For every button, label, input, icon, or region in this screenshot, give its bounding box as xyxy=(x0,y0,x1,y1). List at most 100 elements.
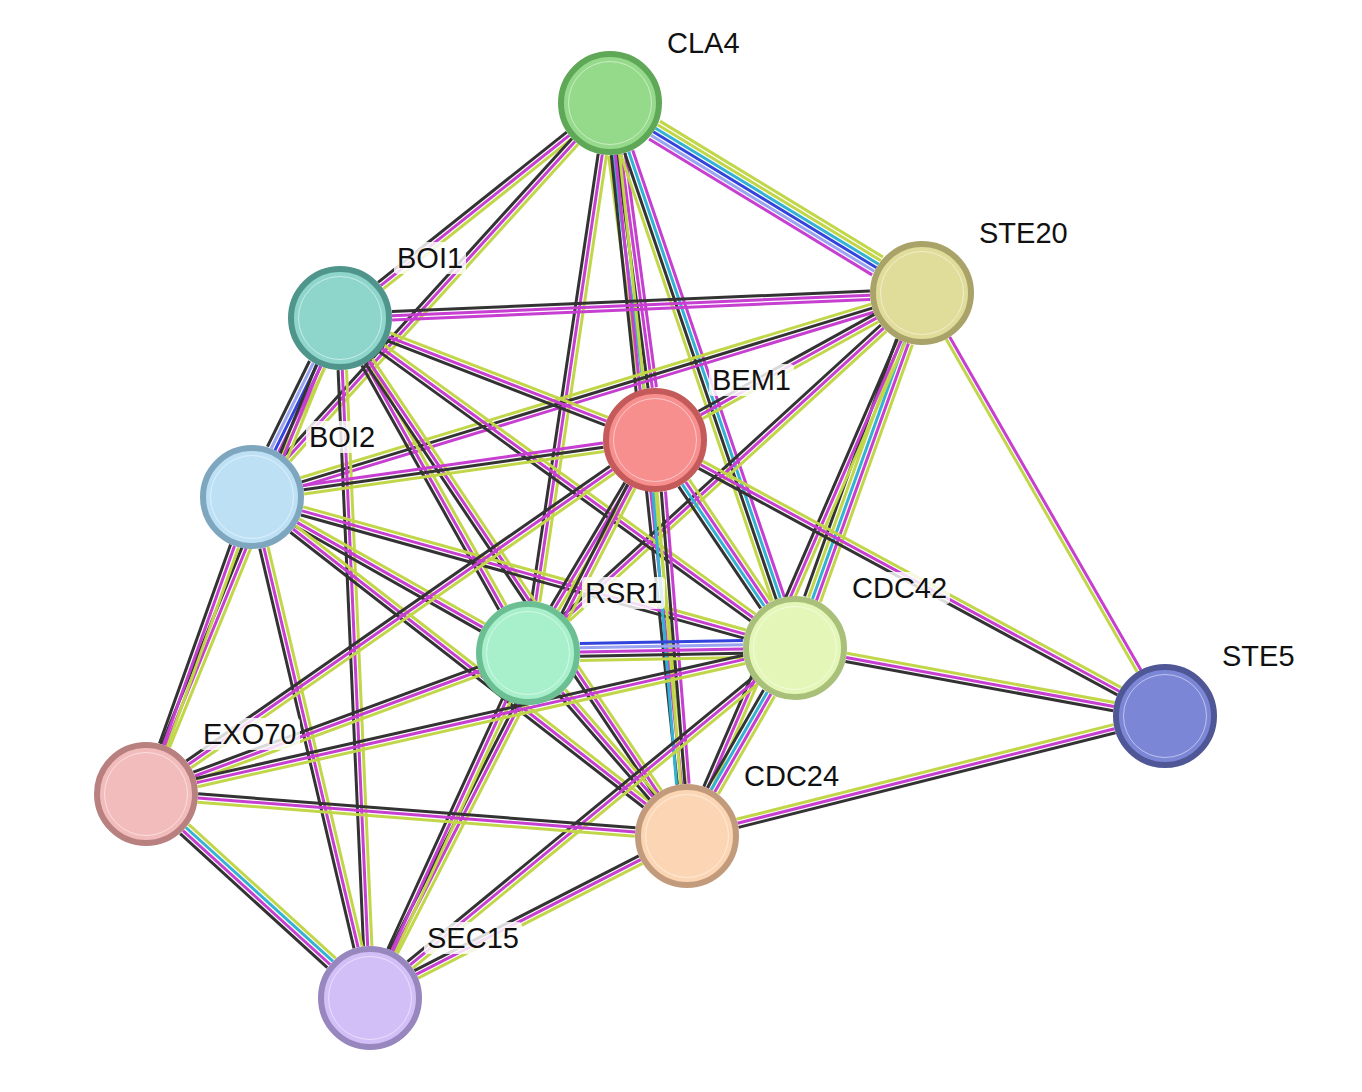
protein-label: RSR1 xyxy=(582,577,665,609)
evidence-line xyxy=(653,492,677,784)
protein-node: STE20 xyxy=(870,241,974,345)
evidence-line xyxy=(540,155,607,602)
protein-label: BEM1 xyxy=(709,364,794,396)
evidence-line xyxy=(198,664,746,787)
evidence-line xyxy=(342,370,367,946)
evidence-line xyxy=(656,128,879,264)
evidence-line xyxy=(362,365,499,609)
evidence-line xyxy=(820,345,912,602)
evidence-line xyxy=(385,345,756,614)
protein-node: BEM1 xyxy=(603,388,707,492)
evidence-line xyxy=(682,484,764,606)
evidence-line xyxy=(653,132,876,268)
interaction-edge xyxy=(580,641,743,661)
interaction-edge xyxy=(845,653,1114,710)
interaction-edge xyxy=(380,345,756,621)
evidence-line xyxy=(737,729,1114,824)
evidence-line xyxy=(189,824,336,958)
evidence-line xyxy=(580,645,743,648)
evidence-line xyxy=(183,831,330,965)
evidence-line xyxy=(712,342,906,790)
interaction-edge xyxy=(378,132,572,289)
protein-label: CLA4 xyxy=(664,27,743,59)
protein-node: RSR1 xyxy=(476,601,580,705)
evidence-line xyxy=(845,662,1113,711)
evidence-line xyxy=(198,794,635,828)
interaction-edge xyxy=(284,139,578,462)
protein-node: CLA4 xyxy=(558,51,662,155)
protein-node: BOI1 xyxy=(288,266,392,370)
protein-label: STE20 xyxy=(976,217,1071,249)
structure-glyph xyxy=(613,398,697,482)
protein-node: BOI2 xyxy=(200,445,304,549)
protein-node: CDC42 xyxy=(743,596,847,700)
structure-glyph xyxy=(1123,674,1207,758)
evidence-line xyxy=(660,121,883,257)
interaction-edge xyxy=(649,121,883,275)
evidence-line xyxy=(186,828,333,962)
structure-glyph xyxy=(486,611,570,695)
interaction-edge xyxy=(196,655,745,786)
evidence-line xyxy=(392,291,870,312)
evidence-line xyxy=(382,349,753,618)
interaction-edge xyxy=(736,725,1115,828)
evidence-line xyxy=(580,641,743,644)
interaction-edge xyxy=(160,545,239,747)
evidence-line xyxy=(381,135,570,285)
protein-node: EXO70 xyxy=(94,742,198,846)
protein-label: CDC24 xyxy=(741,760,842,792)
structure-glyph xyxy=(753,606,837,690)
interaction-edge xyxy=(198,794,636,836)
interaction-edge xyxy=(805,339,913,602)
structure-glyph xyxy=(645,794,729,878)
interaction-edge xyxy=(387,333,608,425)
evidence-line xyxy=(180,834,327,968)
evidence-line xyxy=(703,322,879,419)
evidence-line xyxy=(649,139,872,275)
evidence-line xyxy=(389,337,607,421)
protein-label: EXO70 xyxy=(200,718,300,750)
interaction-edge xyxy=(946,337,1141,672)
structure-glyph xyxy=(210,455,294,539)
evidence-line xyxy=(164,546,235,745)
structure-glyph xyxy=(328,956,412,1040)
evidence-line xyxy=(847,653,1115,702)
evidence-line xyxy=(813,342,905,599)
evidence-line xyxy=(198,802,635,836)
evidence-line xyxy=(846,657,1114,706)
protein-label: BOI2 xyxy=(306,421,378,453)
structure-glyph xyxy=(880,251,964,335)
evidence-line xyxy=(383,139,572,289)
evidence-line xyxy=(701,318,877,415)
evidence-line xyxy=(167,547,238,746)
protein-label: SEC15 xyxy=(424,922,522,954)
evidence-line xyxy=(580,653,743,656)
interaction-edge xyxy=(390,484,635,953)
protein-label: STE5 xyxy=(1219,640,1298,672)
evidence-line xyxy=(413,684,758,968)
interaction-edge xyxy=(414,856,642,978)
interaction-edge xyxy=(162,365,325,748)
evidence-line xyxy=(416,860,640,975)
evidence-line xyxy=(658,125,881,261)
evidence-line xyxy=(532,154,599,601)
evidence-line xyxy=(304,447,604,489)
evidence-line xyxy=(304,451,604,494)
interaction-edge xyxy=(392,291,870,320)
evidence-line xyxy=(817,343,909,600)
evidence-line xyxy=(418,863,642,978)
protein-node: SEC15 xyxy=(318,946,422,1050)
evidence-line xyxy=(198,798,635,832)
evidence-line xyxy=(739,733,1116,828)
evidence-line xyxy=(414,856,638,971)
interaction-edge xyxy=(180,824,336,967)
protein-label: BOI1 xyxy=(394,242,466,274)
structure-glyph xyxy=(298,276,382,360)
evidence-line xyxy=(736,725,1113,820)
structure-glyph xyxy=(104,752,188,836)
protein-label: CDC42 xyxy=(849,572,950,604)
evidence-line xyxy=(392,295,870,316)
interaction-edge xyxy=(699,314,879,418)
evidence-line xyxy=(679,487,761,609)
evidence-line xyxy=(160,545,231,744)
